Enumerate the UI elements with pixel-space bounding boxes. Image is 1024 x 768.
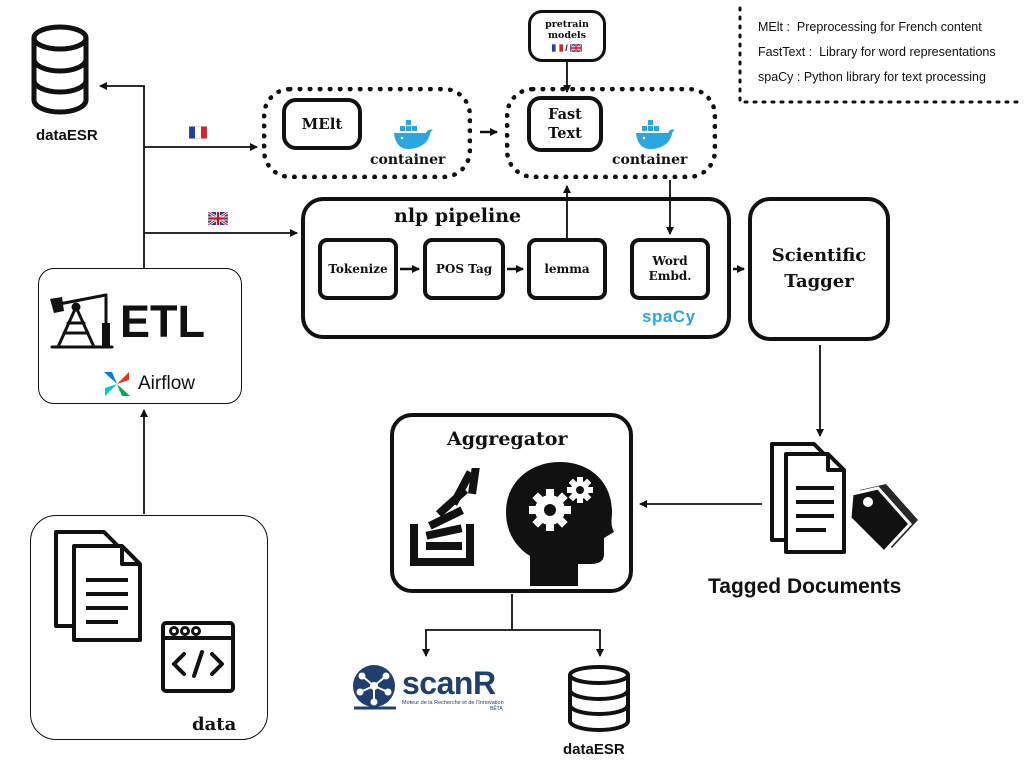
melt-box: MElt bbox=[282, 98, 362, 150]
stack-icon bbox=[410, 468, 481, 566]
scanr-logo: scanR Moteur de la Recherche et de l'Inn… bbox=[350, 664, 510, 712]
scanr-subtitle: Moteur de la Recherche et de l'Innovatio… bbox=[402, 700, 504, 706]
database-icon bbox=[31, 24, 89, 115]
aggregator-title: Aggregator bbox=[447, 428, 568, 450]
db-bottom-label: dataESR bbox=[563, 741, 625, 758]
pos-tag-step: POS Tag bbox=[423, 238, 505, 300]
lemma-step: lemma bbox=[527, 238, 607, 300]
melt-container bbox=[262, 87, 472, 179]
tagged-documents-label: Tagged Documents bbox=[708, 575, 902, 598]
etl-box bbox=[38, 268, 242, 404]
nlp-pipeline-title: nlp pipeline bbox=[394, 205, 522, 227]
flags: / bbox=[552, 43, 582, 53]
scientific-tagger-box: Scientific Tagger bbox=[748, 197, 890, 341]
brain-gears-icon bbox=[506, 462, 614, 586]
fasttext-container bbox=[505, 87, 717, 179]
legend-fasttext: FastText : Library for word representati… bbox=[758, 45, 996, 59]
database-icon bbox=[568, 665, 630, 732]
fasttext-container-label: container bbox=[612, 152, 688, 168]
db-top-label: dataESR bbox=[36, 127, 98, 144]
docker-whale-icon bbox=[636, 120, 675, 149]
french-flag-icon bbox=[189, 126, 207, 139]
word-embedding-step: Word Embd. bbox=[630, 238, 710, 300]
uk-flag-icon bbox=[569, 44, 582, 52]
fasttext-box: Fast Text bbox=[527, 96, 603, 152]
docker-whale-icon bbox=[394, 120, 433, 149]
arrow-aggregator-to-dataesr bbox=[512, 629, 604, 657]
data-label: data bbox=[192, 714, 237, 735]
arrow-etl-to-db bbox=[99, 82, 145, 268]
oil-pump-icon bbox=[50, 293, 114, 349]
scanr-name: scanR bbox=[402, 665, 496, 701]
legend-spacy: spaCy : Python library for text processi… bbox=[758, 70, 986, 84]
tagged-document-icon bbox=[770, 442, 918, 555]
scanr-network-icon bbox=[353, 665, 396, 710]
spacy-logo: spaCy bbox=[642, 307, 696, 326]
uk-flag-icon bbox=[208, 212, 228, 225]
melt-container-label: container bbox=[370, 152, 446, 168]
arrow-aggregator-to-scanr bbox=[422, 594, 513, 657]
tokenize-step: Tokenize bbox=[318, 238, 398, 300]
pretrain-models-box: pretrain models / bbox=[528, 10, 606, 62]
legend-melt: MElt : Preprocessing for French content bbox=[758, 20, 982, 34]
code-window-icon bbox=[161, 621, 235, 693]
french-flag-icon bbox=[552, 44, 564, 52]
document-icon bbox=[54, 530, 142, 642]
airflow-label: Airflow bbox=[138, 373, 196, 394]
etl-title: ETL bbox=[120, 296, 205, 347]
airflow-icon bbox=[104, 372, 130, 396]
scanr-badge: BÊTA bbox=[490, 706, 503, 712]
